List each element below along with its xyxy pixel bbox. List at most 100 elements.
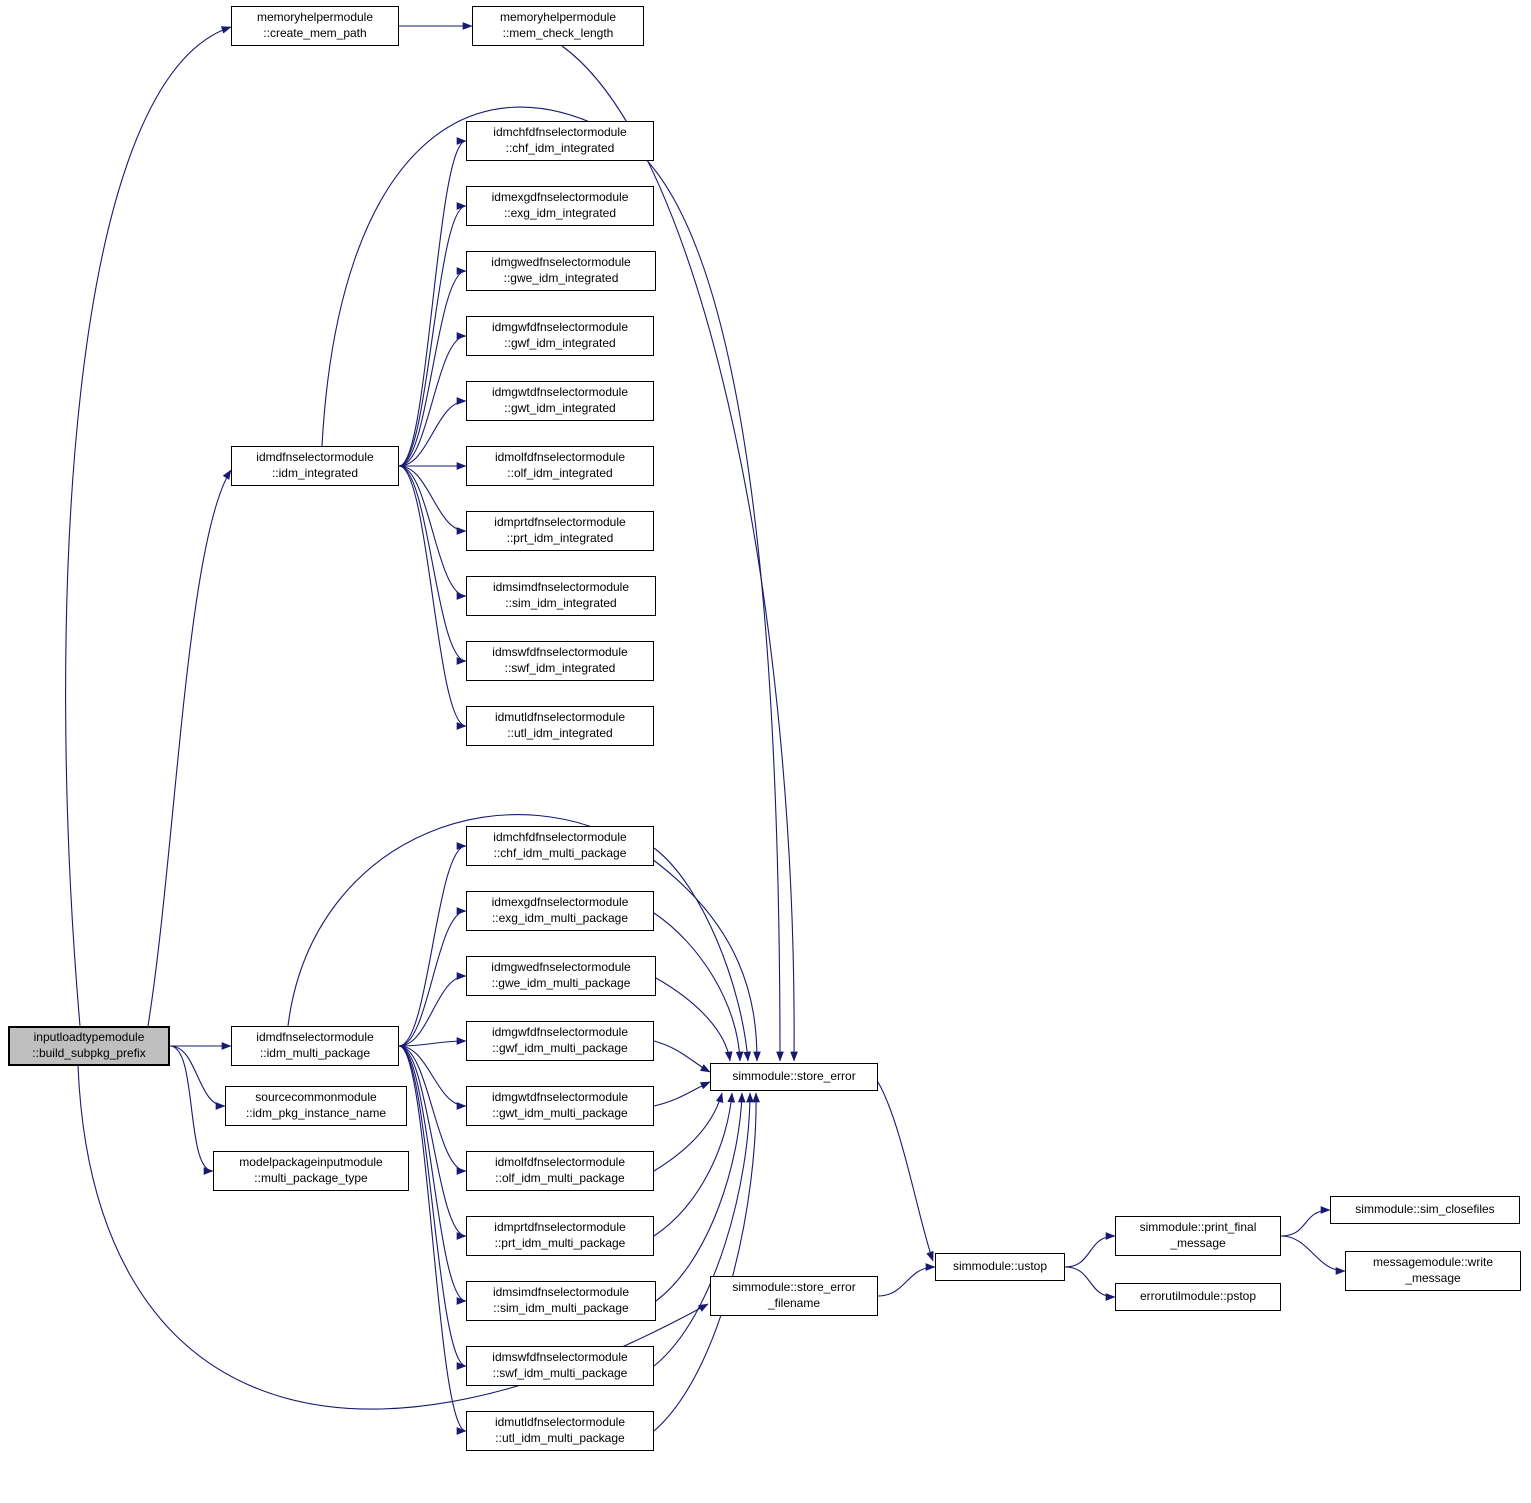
node-ipn[interactable]: sourcecommonmodule::idm_pkg_instance_nam…	[225, 1086, 407, 1126]
edge-gwe_m-se	[655, 977, 733, 1062]
node-utl_m[interactable]: idmutldfnselectormodule::utl_idm_multi_p…	[466, 1411, 654, 1451]
node-swf_m-label-line-1: ::swf_idm_multi_package	[492, 1366, 628, 1380]
node-cmp[interactable]: memoryhelpermodule::create_mem_path	[231, 6, 399, 46]
node-gwf_i-label-line-1: ::gwf_idm_integrated	[504, 336, 616, 350]
node-pfm-label-line-1: _message	[1170, 1236, 1226, 1250]
node-gwt_m-label-line-1: ::gwt_idm_multi_package	[492, 1106, 628, 1120]
node-gwf_m-label-line-0: idmgwfdfnselectormodule	[491, 1025, 629, 1040]
node-gwe_m[interactable]: idmgwedfnselectormodule::gwe_idm_multi_p…	[466, 956, 656, 996]
node-sim_m[interactable]: idmsimdfnselectormodule::sim_idm_multi_p…	[466, 1281, 656, 1321]
edge-ustop-pstop	[1064, 1266, 1116, 1301]
node-sim_i-label-line-0: idmsimdfnselectormodule	[492, 580, 630, 595]
node-olf_m[interactable]: idmolfdfnselectormodule::olf_idm_multi_p…	[466, 1151, 654, 1191]
node-chf_m[interactable]: idmchfdfnselectormodule::chf_idm_multi_p…	[466, 826, 654, 866]
node-ustop[interactable]: simmodule::ustop	[935, 1253, 1065, 1281]
node-swf_i[interactable]: idmswfdfnselectormodule::swf_idm_integra…	[466, 641, 654, 681]
node-olf_i[interactable]: idmolfdfnselectormodule::olf_idm_integra…	[466, 446, 654, 486]
node-mpt-label-line-0: modelpackageinputmodule	[239, 1155, 383, 1170]
node-chf_i-label-line-0: idmchfdfnselectormodule	[493, 125, 627, 140]
edge-utl_m-se	[653, 1092, 761, 1432]
node-exg_i[interactable]: idmexgdfnselectormodule::exg_idm_integra…	[466, 186, 654, 226]
node-utl_i[interactable]: idmutldfnselectormodule::utl_idm_integra…	[466, 706, 654, 746]
node-pfm-label-line-0: simmodule::print_final	[1139, 1220, 1257, 1235]
node-prt_i-label-line-0: idmprtdfnselectormodule	[494, 515, 626, 530]
node-gwe_i[interactable]: idmgwedfnselectormodule::gwe_idm_integra…	[466, 251, 656, 291]
node-sim_i[interactable]: idmsimdfnselectormodule::sim_idm_integra…	[466, 576, 656, 616]
edge-idm_i-sim_i	[398, 465, 467, 600]
edge-idm_m-sim_m	[398, 1045, 467, 1305]
node-sef-label-line-1: _filename	[767, 1296, 821, 1310]
node-gwt_m-label-line-0: idmgwtdfnselectormodule	[491, 1090, 629, 1105]
node-ustop-label-line-0: simmodule::ustop	[952, 1259, 1048, 1274]
node-idm_m-label-line-0: idmdfnselectormodule	[256, 1030, 374, 1045]
node-mpt[interactable]: modelpackageinputmodule::multi_package_t…	[213, 1151, 409, 1191]
node-wm-label-line-0: messagemodule::write	[1372, 1255, 1494, 1270]
node-chf_i[interactable]: idmchfdfnselectormodule::chf_idm_integra…	[466, 121, 654, 161]
edge-se-ustop	[877, 1081, 934, 1262]
node-chf_m-label-line-1: ::chf_idm_multi_package	[493, 846, 627, 860]
node-chf_m-label-line-0: idmchfdfnselectormodule	[493, 830, 627, 845]
edge-bsp-cmp	[65, 26, 232, 1027]
node-idm_i[interactable]: idmdfnselectormodule::idm_integrated	[231, 446, 399, 486]
node-sim_i-label-line-1: ::sim_idm_integrated	[505, 596, 617, 610]
edge-idm_m-gwe_m	[398, 972, 467, 1047]
node-prt_i[interactable]: idmprtdfnselectormodule::prt_idm_integra…	[466, 511, 654, 551]
node-idm_i-label-line-1: ::idm_integrated	[271, 466, 359, 480]
edge-idm_i-swf_i	[398, 465, 467, 665]
edge-swf_m-se	[653, 1092, 754, 1367]
edge-ustop-pfm	[1064, 1232, 1116, 1268]
node-sim_m-label-line-1: ::sim_idm_multi_package	[493, 1301, 629, 1315]
node-exg_m-label-line-0: idmexgdfnselectormodule	[491, 895, 629, 910]
edge-idm_m-swf_m	[398, 1045, 467, 1370]
node-wm[interactable]: messagemodule::write_message	[1345, 1251, 1521, 1291]
node-prt_m[interactable]: idmprtdfnselectormodule::prt_idm_multi_p…	[466, 1216, 654, 1256]
node-cmp-label-line-1: ::create_mem_path	[263, 26, 367, 40]
node-se[interactable]: simmodule::store_error	[710, 1063, 878, 1091]
node-utl_i-label-line-0: idmutldfnselectormodule	[494, 710, 626, 725]
node-idm_m[interactable]: idmdfnselectormodule::idm_multi_package	[231, 1026, 399, 1066]
node-gwt_i-label-line-1: ::gwt_idm_integrated	[504, 401, 616, 415]
edge-pfm-wm	[1280, 1235, 1346, 1275]
node-gwf_i[interactable]: idmgwfdfnselectormodule::gwf_idm_integra…	[466, 316, 654, 356]
node-pfm[interactable]: simmodule::print_final_message	[1115, 1216, 1281, 1256]
node-prt_i-label-line-1: ::prt_idm_integrated	[506, 531, 614, 545]
node-pstop-label-line-0: errorutilmodule::pstop	[1139, 1289, 1257, 1304]
node-chf_i-label-line-1: ::chf_idm_integrated	[505, 141, 615, 155]
node-pstop[interactable]: errorutilmodule::pstop	[1115, 1283, 1281, 1311]
node-exg_m-label-line-1: ::exg_idm_multi_package	[491, 911, 629, 925]
edge-mcl-se	[561, 45, 798, 1062]
node-swf_m[interactable]: idmswfdfnselectormodule::swf_idm_multi_p…	[466, 1346, 654, 1386]
node-ipn-label-line-1: ::idm_pkg_instance_name	[245, 1106, 387, 1120]
node-scf[interactable]: simmodule::sim_closefiles	[1330, 1196, 1520, 1224]
node-sef[interactable]: simmodule::store_error_filename	[710, 1276, 878, 1316]
node-gwf_m-label-line-1: ::gwf_idm_multi_package	[492, 1041, 628, 1055]
node-bsp: inputloadtypemodule::build_subpkg_prefix	[8, 1026, 170, 1066]
node-utl_m-label-line-0: idmutldfnselectormodule	[494, 1415, 626, 1430]
node-ipn-label-line-0: sourcecommonmodule	[255, 1090, 377, 1105]
node-exg_m[interactable]: idmexgdfnselectormodule::exg_idm_multi_p…	[466, 891, 654, 931]
node-gwt_i[interactable]: idmgwtdfnselectormodule::gwt_idm_integra…	[466, 381, 654, 421]
node-gwf_m[interactable]: idmgwfdfnselectormodule::gwf_idm_multi_p…	[466, 1021, 654, 1061]
node-exg_i-label-line-0: idmexgdfnselectormodule	[491, 190, 629, 205]
edge-bsp-idm_i	[147, 469, 232, 1027]
edge-idm_i-prt_i	[398, 465, 467, 535]
node-bsp-label-line-0: inputloadtypemodule	[33, 1030, 145, 1045]
node-sim_m-label-line-0: idmsimdfnselectormodule	[492, 1285, 630, 1300]
edge-idm_m-chf_m	[398, 842, 467, 1047]
edge-idm_m-olf_m	[398, 1045, 467, 1175]
edge-bsp-mpt	[169, 1045, 214, 1175]
node-wm-label-line-1: _message	[1405, 1271, 1461, 1285]
edge-sim_m-se	[655, 1092, 746, 1302]
node-gwe_m-label-line-1: ::gwe_idm_multi_package	[491, 976, 631, 990]
node-utl_i-label-line-1: ::utl_idm_integrated	[507, 726, 613, 740]
node-prt_m-label-line-1: ::prt_idm_multi_package	[494, 1236, 626, 1250]
edge-prt_m-se	[653, 1092, 736, 1237]
node-cmp-label-line-0: memoryhelpermodule	[256, 10, 374, 25]
edge-gwf_m-se	[653, 1040, 711, 1073]
edge-gwt_m-se	[653, 1081, 711, 1107]
node-mcl[interactable]: memoryhelpermodule::mem_check_length	[472, 6, 644, 46]
node-gwt_m[interactable]: idmgwtdfnselectormodule::gwt_idm_multi_p…	[466, 1086, 654, 1126]
node-exg_i-label-line-1: ::exg_idm_integrated	[503, 206, 617, 220]
node-sef-label-line-0: simmodule::store_error	[732, 1280, 856, 1295]
